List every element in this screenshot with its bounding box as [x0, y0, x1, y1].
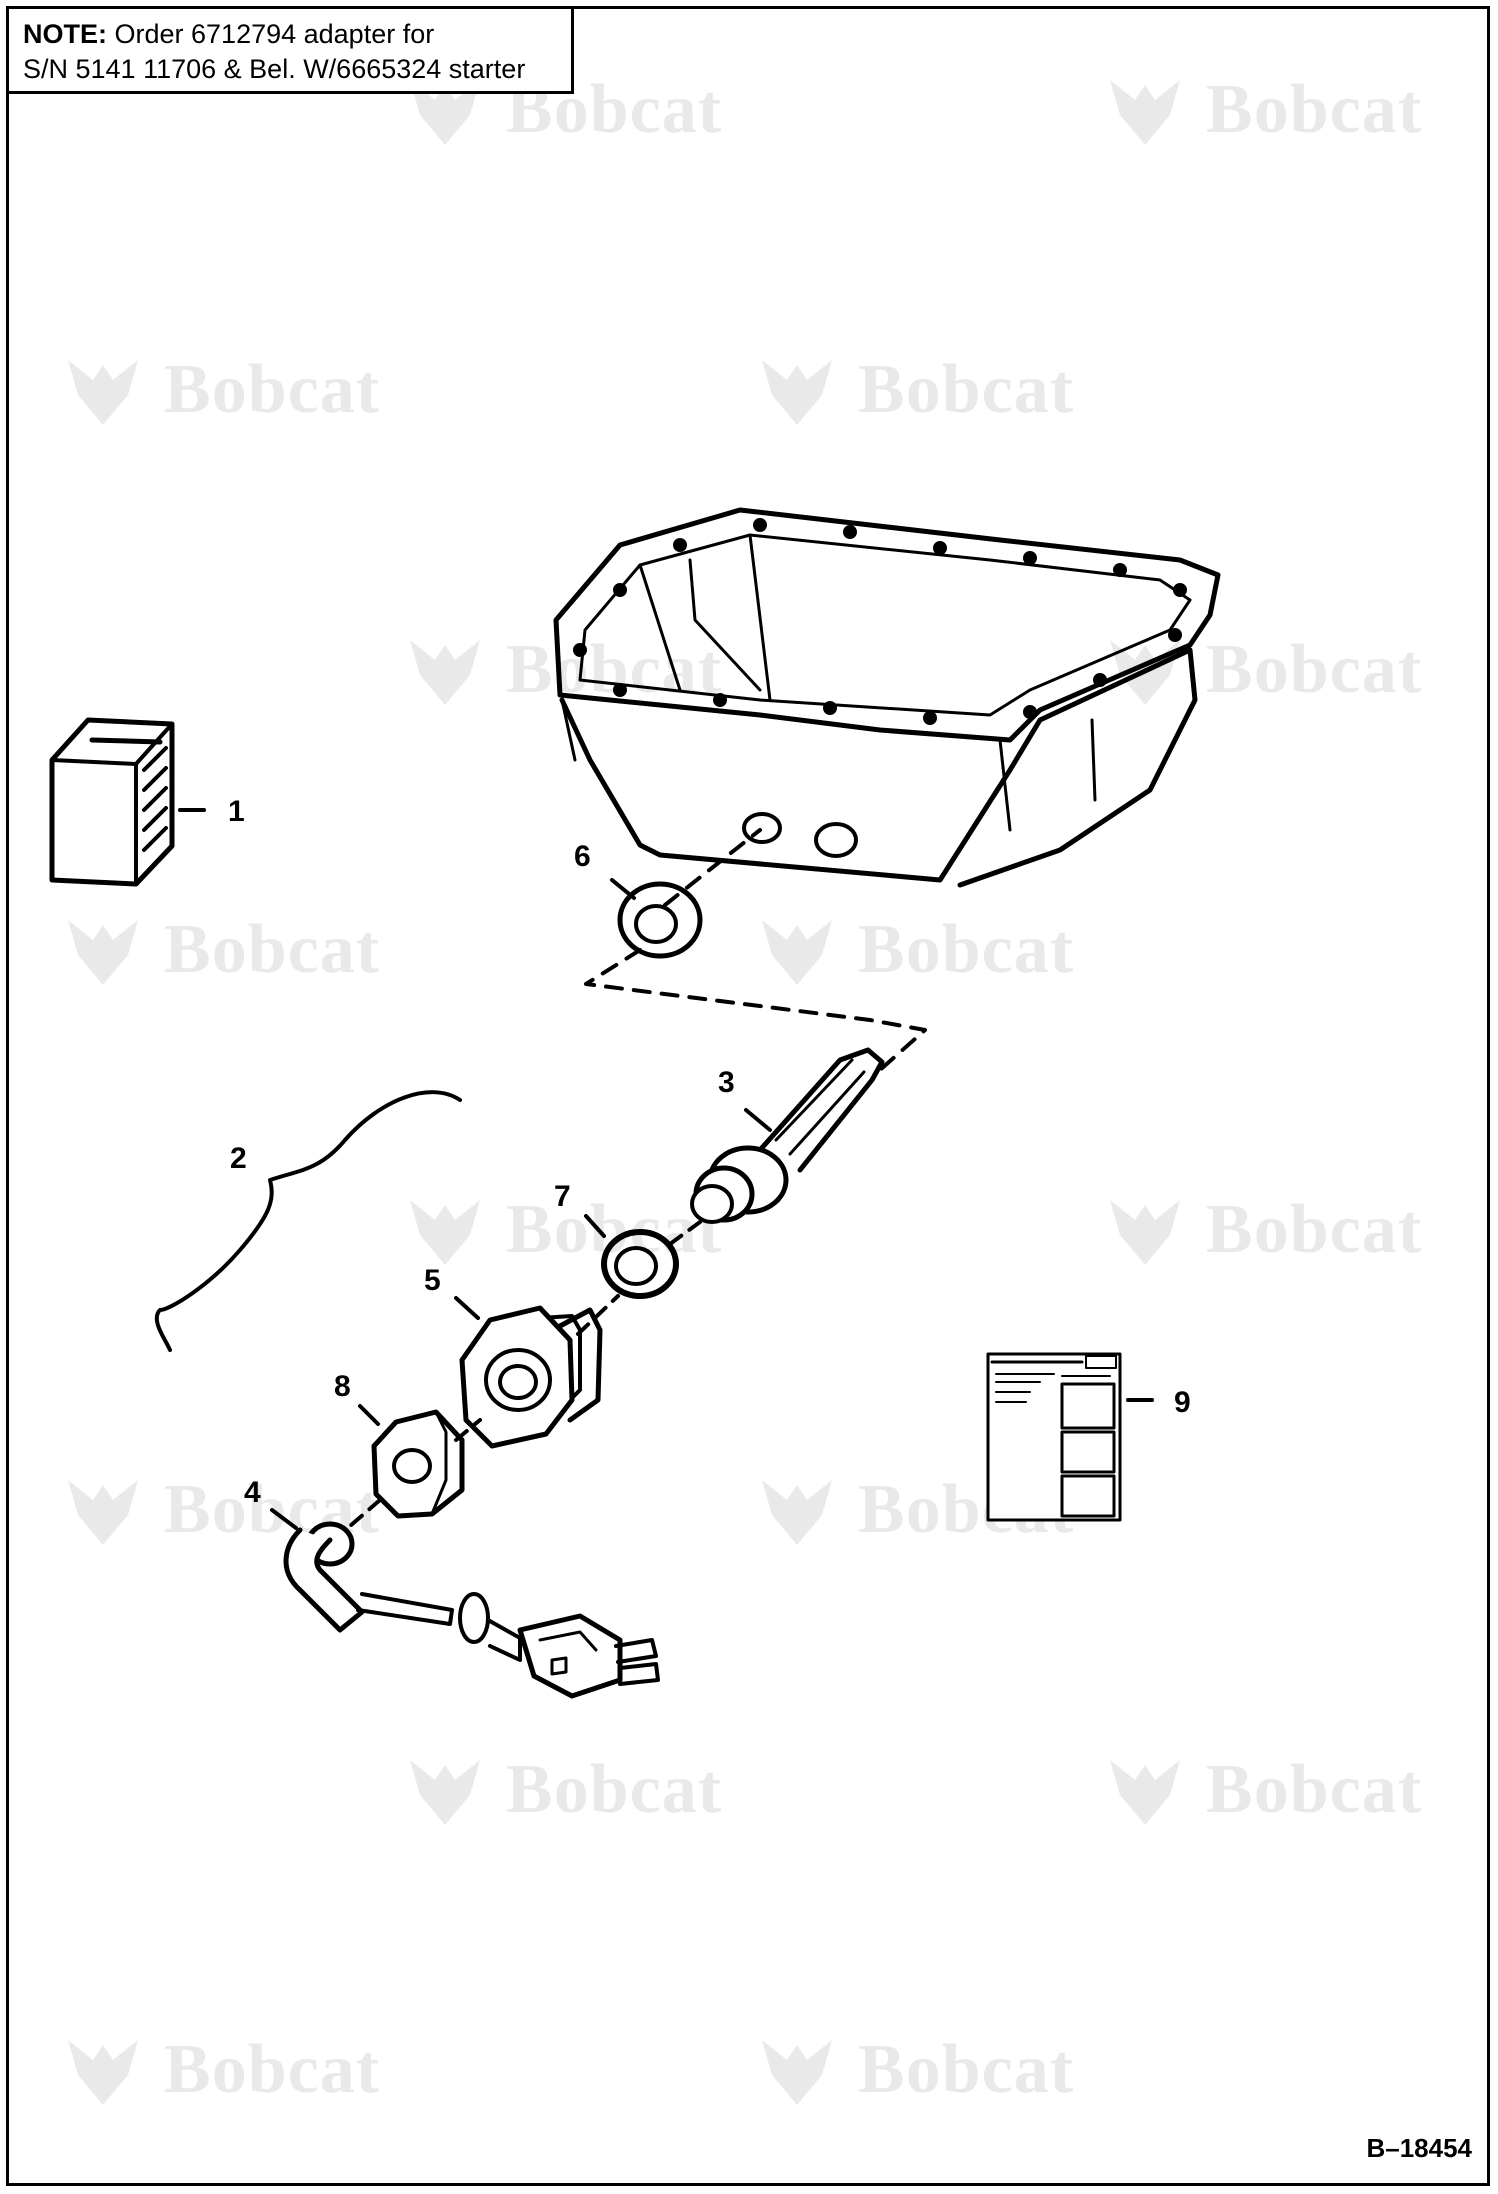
watermark: Bobcat — [1100, 1190, 1422, 1270]
adapter-nut-icon — [459, 1305, 603, 1449]
bobcat-logo-icon — [410, 80, 480, 145]
callout-7: 7 — [554, 1180, 571, 1213]
watermark: Bobcat — [58, 910, 380, 990]
callout-2: 2 — [230, 1142, 247, 1175]
watermark: Bobcat — [752, 350, 1074, 430]
note-line2: S/N 5141 11706 & Bel. W/6665324 starter — [23, 54, 526, 84]
bobcat-logo-icon — [762, 920, 832, 985]
watermark: Bobcat — [752, 910, 1074, 990]
decal-block-icon — [49, 717, 175, 887]
note-line1: Order 6712794 adapter for — [107, 19, 435, 49]
callout-1: 1 — [228, 795, 245, 828]
note-label: NOTE: — [23, 19, 107, 49]
watermark: Bobcat — [58, 350, 380, 430]
oil-pan-icon — [553, 507, 1221, 888]
power-cord-icon — [283, 1521, 660, 1699]
callout-8: 8 — [334, 1370, 351, 1403]
heater-element-icon — [690, 1047, 885, 1224]
callout-5: 5 — [424, 1264, 441, 1297]
callout-6: 6 — [574, 840, 591, 873]
drawing-id: B–18454 — [1366, 2133, 1472, 2163]
instruction-sheet-icon — [986, 1352, 1122, 1522]
diagram-frame — [6, 6, 1490, 2186]
brace-group-icon — [154, 1090, 462, 1352]
note-box: NOTE: Order 6712794 adapter for S/N 5141… — [6, 6, 574, 94]
watermark: Bobcat — [1100, 70, 1422, 150]
bobcat-logo-icon — [1110, 1760, 1180, 1825]
callout-9: 9 — [1174, 1386, 1191, 1419]
bobcat-logo-icon — [762, 2040, 832, 2105]
bobcat-logo-icon — [762, 1480, 832, 1545]
watermark: Bobcat — [400, 1750, 722, 1830]
bobcat-logo-icon — [68, 920, 138, 985]
watermark: Bobcat — [752, 2030, 1074, 2110]
gasket-icon — [617, 881, 703, 959]
bobcat-logo-icon — [410, 1760, 480, 1825]
bobcat-logo-icon — [1110, 80, 1180, 145]
callout-3: 3 — [718, 1066, 735, 1099]
bobcat-logo-icon — [410, 1200, 480, 1265]
hex-nut-icon — [371, 1409, 465, 1519]
bobcat-logo-icon — [1110, 1200, 1180, 1265]
watermark: Bobcat — [400, 1190, 722, 1270]
o-ring-icon — [601, 1229, 679, 1299]
bobcat-logo-icon — [68, 360, 138, 425]
bobcat-logo-icon — [68, 1480, 138, 1545]
watermark: Bobcat — [58, 2030, 380, 2110]
watermark: Bobcat — [400, 630, 722, 710]
bobcat-logo-icon — [410, 640, 480, 705]
watermark: Bobcat — [1100, 1750, 1422, 1830]
bobcat-logo-icon — [68, 2040, 138, 2105]
callout-4: 4 — [244, 1476, 261, 1509]
bobcat-logo-icon — [762, 360, 832, 425]
watermark: Bobcat — [752, 1470, 1074, 1550]
